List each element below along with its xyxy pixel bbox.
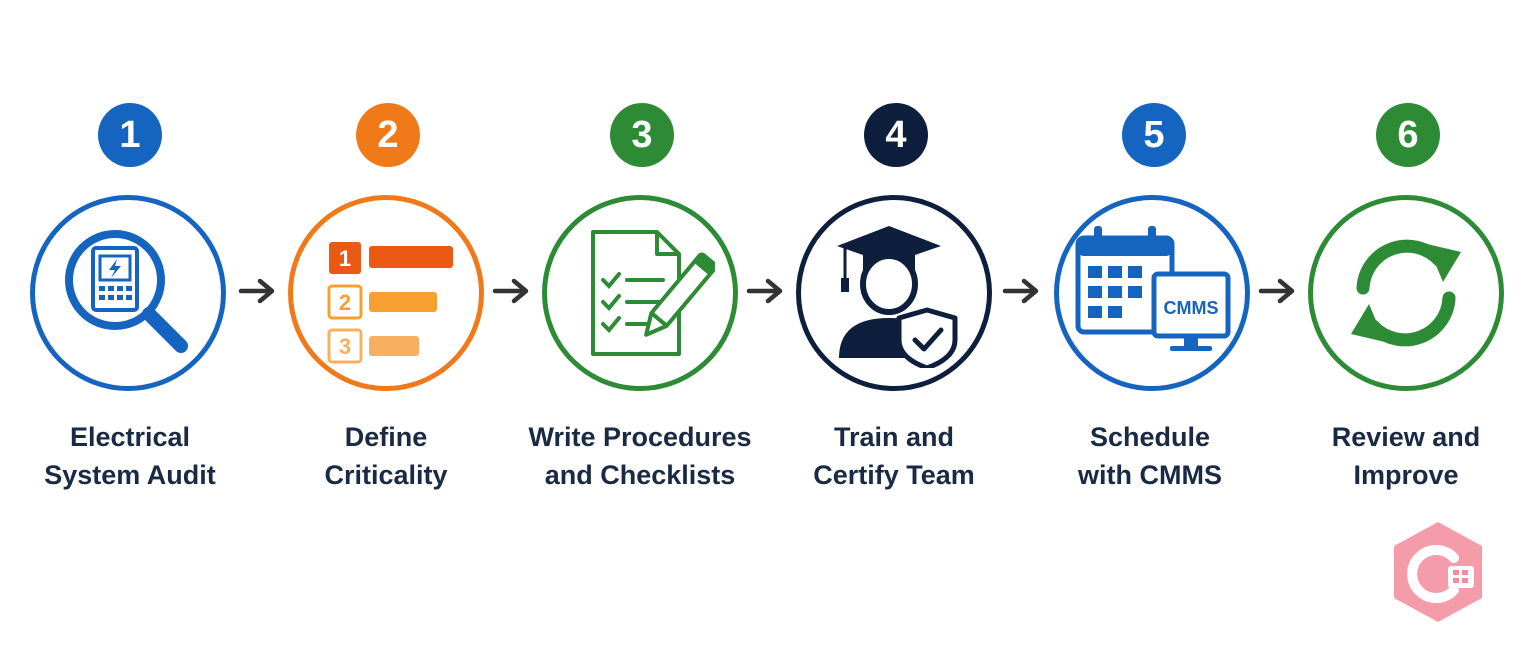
step-icon-circle — [796, 195, 992, 391]
step-label: Electrical System Audit — [44, 422, 216, 490]
arrow-right-icon — [1258, 278, 1295, 304]
priority-1-number: 1 — [339, 246, 351, 271]
step-number-badge: 2 — [356, 103, 420, 167]
priority-list-icon: 1 2 3 — [327, 242, 453, 364]
step-number-badge: 6 — [1376, 103, 1440, 167]
step-number-badge: 4 — [864, 103, 928, 167]
magnifier-electrical-panel-icon — [65, 230, 188, 353]
watermark-logo — [1394, 522, 1482, 622]
step-label: Define Criticality — [324, 422, 448, 490]
checklist-pencil-icon — [591, 230, 715, 356]
step-label: Schedule with CMMS — [1078, 422, 1222, 490]
step-icon-circle — [1308, 195, 1504, 391]
arrow-right-icon — [492, 278, 529, 304]
step-number-badge: 3 — [610, 103, 674, 167]
step-number-badge: 5 — [1122, 103, 1186, 167]
step-label: Write Procedures and Checklists — [528, 422, 752, 490]
refresh-cycle-icon — [1351, 239, 1461, 347]
step-icon-circle: 1 2 3 — [288, 195, 484, 391]
priority-2-number: 2 — [339, 290, 351, 315]
arrow-right-icon — [746, 278, 783, 304]
step-icon-circle — [30, 195, 226, 391]
step-label: Review and Improve — [1331, 422, 1481, 490]
cmms-screen-label: CMMS — [1164, 298, 1219, 318]
step-label: Train and Certify Team — [813, 422, 975, 490]
arrow-right-icon — [238, 278, 275, 304]
step-number-badge: 1 — [98, 103, 162, 167]
graduate-shield-icon — [837, 226, 958, 368]
step-icon-circle: CMMS — [1054, 195, 1250, 391]
arrow-right-icon — [1002, 278, 1039, 304]
calendar-monitor-icon: CMMS — [1075, 226, 1231, 351]
priority-3-number: 3 — [339, 334, 351, 359]
step-icon-circle — [542, 195, 738, 391]
